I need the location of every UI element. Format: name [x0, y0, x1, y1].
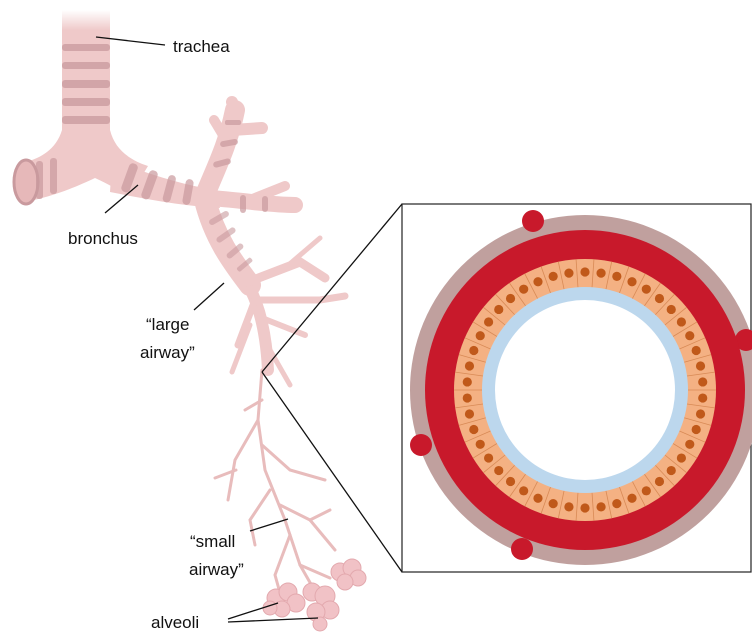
cell-nucleus [533, 494, 542, 503]
cell-nucleus [484, 317, 493, 326]
cell-nucleus [533, 277, 542, 286]
cell-nucleus [469, 425, 478, 434]
label-bronchus: bronchus [68, 229, 138, 248]
cell-nucleus [698, 377, 707, 386]
left-bronchus-end [14, 160, 38, 204]
cell-nucleus [549, 499, 558, 508]
cell-nucleus [506, 294, 515, 303]
cell-nucleus [465, 409, 474, 418]
cell-nucleus [564, 502, 573, 511]
cell-nucleus [494, 466, 503, 475]
cell-nucleus [463, 393, 472, 402]
cell-nucleus [476, 440, 485, 449]
alveoli-leader-2 [228, 618, 318, 622]
zoom-line-bottom [262, 372, 402, 572]
cell-nucleus [667, 466, 676, 475]
outer-spot [522, 210, 544, 232]
cell-nucleus [655, 477, 664, 486]
cell-nucleus [580, 267, 589, 276]
zoom-line-top [262, 204, 402, 372]
cell-nucleus [667, 305, 676, 314]
cell-nucleus [685, 331, 694, 340]
cell-nucleus [692, 425, 701, 434]
label-trachea: trachea [173, 37, 230, 56]
trachea-tube [62, 10, 110, 145]
cell-nucleus [696, 361, 705, 370]
cell-nucleus [564, 268, 573, 277]
label-small-airway-1: “small [190, 532, 235, 551]
upper-branches [205, 102, 295, 205]
cell-nucleus [685, 440, 694, 449]
cell-nucleus [612, 272, 621, 281]
cell-nucleus [655, 294, 664, 303]
cell-nucleus [549, 272, 558, 281]
small-airway-leader [250, 519, 288, 531]
label-large-airway-1: “large [146, 315, 189, 334]
cell-nucleus [698, 393, 707, 402]
cell-nucleus [627, 494, 636, 503]
cell-nucleus [506, 477, 515, 486]
cell-nucleus [494, 305, 503, 314]
label-small-airway-2: airway” [189, 560, 244, 579]
airway-lumen [495, 300, 675, 480]
cross-section-inset [402, 204, 752, 572]
label-large-airway-2: airway” [140, 343, 195, 362]
cell-nucleus [692, 346, 701, 355]
cell-nucleus [519, 285, 528, 294]
cell-nucleus [696, 409, 705, 418]
label-alveoli: alveoli [151, 613, 199, 632]
cell-nucleus [677, 453, 686, 462]
cell-nucleus [484, 453, 493, 462]
cell-nucleus [612, 499, 621, 508]
cell-nucleus [580, 503, 589, 512]
cell-nucleus [463, 377, 472, 386]
cell-nucleus [677, 317, 686, 326]
cell-nucleus [642, 486, 651, 495]
cell-nucleus [469, 346, 478, 355]
outer-spot [410, 434, 432, 456]
large-airway-leader [194, 283, 224, 310]
cell-nucleus [519, 486, 528, 495]
cell-nucleus [465, 361, 474, 370]
outer-spot [511, 538, 533, 560]
cell-nucleus [596, 502, 605, 511]
cell-nucleus [627, 277, 636, 286]
cell-nucleus [596, 268, 605, 277]
cell-nucleus [476, 331, 485, 340]
cell-nucleus [642, 285, 651, 294]
